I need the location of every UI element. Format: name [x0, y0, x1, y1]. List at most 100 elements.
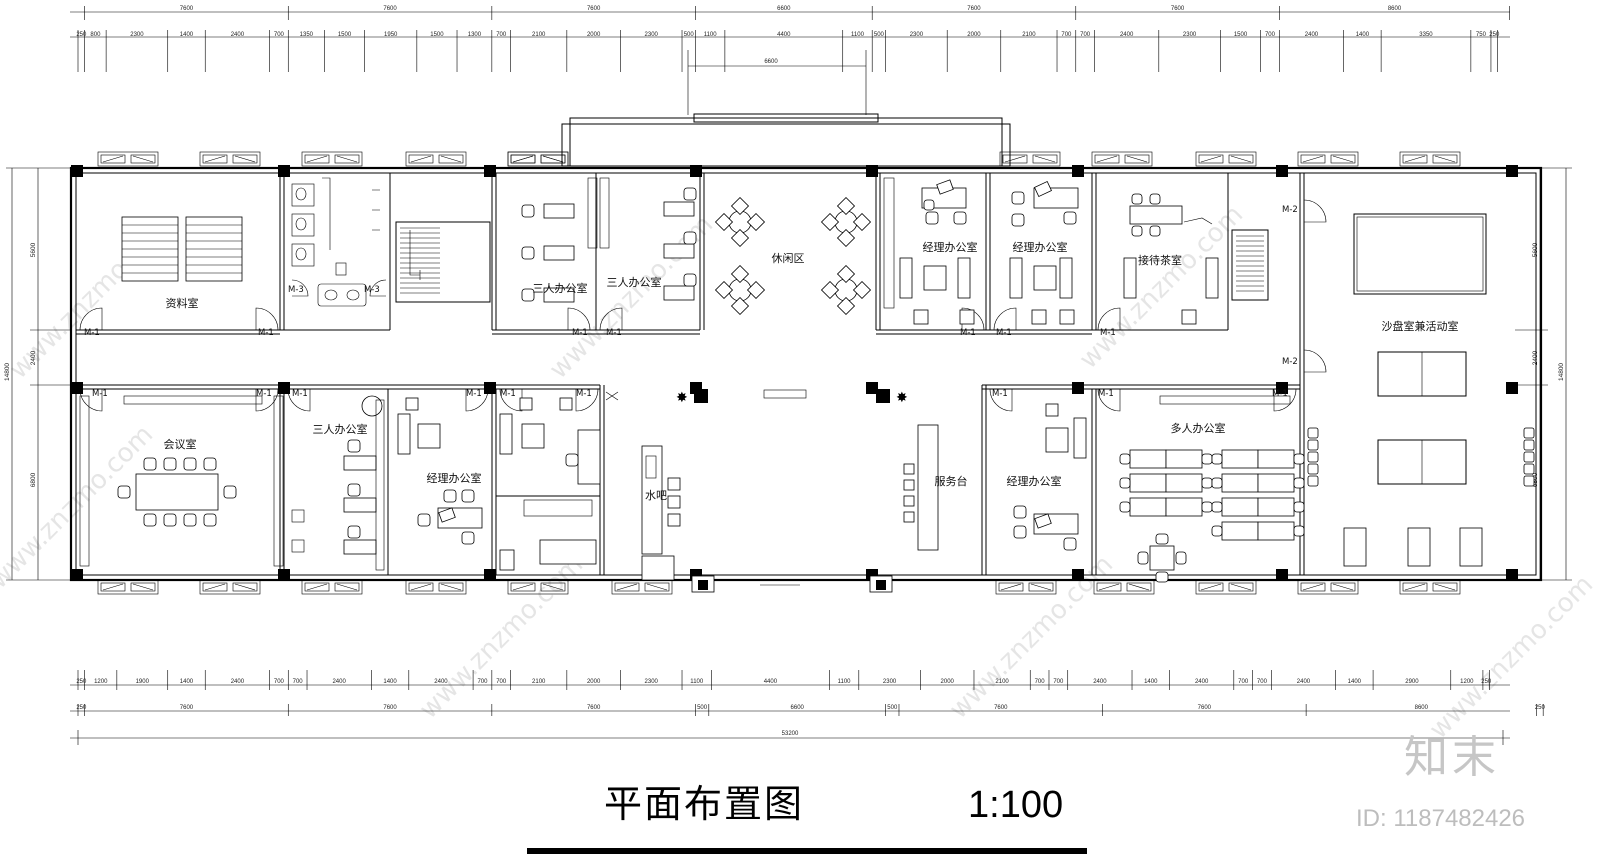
chair-icon: [1131, 225, 1143, 237]
desk-icon: [1221, 521, 1259, 541]
dimension-label: 250: [76, 679, 87, 685]
chair-icon: [1155, 571, 1169, 583]
dimension-label: 2000: [967, 32, 981, 38]
chair-icon: [953, 211, 967, 225]
dimension-label: 8600: [1415, 705, 1429, 711]
chair-icon: [1211, 477, 1223, 489]
chair-icon: [683, 273, 697, 287]
chair-icon: [836, 296, 856, 316]
column-icon: [278, 569, 290, 581]
chair-icon: [836, 264, 856, 284]
chair-icon: [223, 485, 237, 499]
door-tag: M-1: [258, 328, 274, 338]
dimension-label: 7600: [383, 6, 397, 12]
window-icon: [405, 151, 467, 167]
chair-icon: [1307, 427, 1319, 439]
left-dim-14800: 14800: [4, 363, 11, 381]
sofa-icon: [1009, 257, 1023, 299]
chair-icon: [1011, 191, 1025, 205]
dimension-label: 7600: [967, 6, 981, 12]
manager-office-b-furniture: [1009, 180, 1079, 325]
stair-icon: [395, 221, 491, 303]
door-swing-icon: [1097, 388, 1121, 412]
dimension-label: 700: [1265, 32, 1276, 38]
dimension-label: 1500: [430, 32, 444, 38]
meeting-room-furniture: [79, 395, 284, 567]
archive-shelves: [121, 216, 243, 282]
door-swing-icon: [291, 279, 309, 297]
chair-icon: [565, 453, 579, 467]
window-icon: [1297, 579, 1359, 595]
table-icon: [714, 264, 766, 316]
total-length-label: 53200: [782, 731, 799, 737]
chair-icon: [1201, 477, 1213, 489]
dimension-label: 1500: [338, 32, 352, 38]
column-icon: [876, 389, 890, 403]
sofa-icon: [1205, 257, 1219, 299]
toilet-icon: [295, 217, 307, 231]
sofa-icon: [499, 413, 513, 455]
door-tag: M-1: [576, 389, 592, 399]
dimension-label: 700: [274, 32, 285, 38]
chair-icon: [417, 513, 431, 527]
watermark-text-6: www.znzmo.com: [944, 550, 1119, 725]
desk-icon: [1221, 449, 1259, 469]
dimension-label: 7600: [1171, 6, 1185, 12]
chair-icon: [1119, 453, 1131, 465]
room-label-three-office-a: 三人办公室: [533, 281, 588, 295]
dimension-label: 700: [1061, 32, 1072, 38]
window-icon: [999, 151, 1061, 167]
window-icon: [1195, 151, 1257, 167]
window-icon: [301, 579, 363, 595]
restroom-fixtures: [291, 177, 380, 307]
chair-icon: [1131, 193, 1143, 205]
door-tag: M-1: [572, 328, 588, 338]
sofa-icon: [397, 413, 411, 455]
window-icon: [301, 151, 363, 167]
chair-icon: [1523, 427, 1535, 439]
chair-icon: [1149, 193, 1161, 205]
conference-table-icon: [135, 473, 219, 511]
chair-icon: [143, 457, 157, 471]
tea-room-furniture: [1123, 193, 1219, 325]
column-icon: [1276, 382, 1288, 394]
sofa-icon: [899, 257, 913, 299]
door-tag: M-1: [500, 389, 516, 399]
plant-icon: ✸: [676, 390, 688, 406]
dimension-label: 700: [496, 32, 507, 38]
structural-columns: [71, 165, 1518, 581]
dimension-label: 1900: [136, 679, 150, 685]
door-tag: M-1: [992, 389, 1008, 399]
chair-icon: [1063, 211, 1077, 225]
window-icon: [405, 579, 467, 595]
chair-icon: [852, 280, 872, 300]
dimension-label: 7600: [383, 705, 397, 711]
window-icon: [199, 579, 261, 595]
fitness-machine-icon: [1407, 527, 1431, 567]
dimension-label: 1100: [851, 32, 865, 38]
door-tag: M-1: [84, 328, 100, 338]
door-swing-icon: [989, 388, 1013, 412]
chair-icon: [714, 280, 734, 300]
dimension-label: 700: [1035, 679, 1046, 685]
column-icon: [1276, 165, 1288, 177]
chair-icon: [836, 196, 856, 216]
dimension-label: 2300: [883, 679, 897, 685]
chair-icon: [820, 212, 840, 232]
chair-icon: [443, 489, 457, 503]
door-swings: [79, 199, 1327, 412]
chair-icon: [1211, 501, 1223, 513]
room-label-three-office-b: 三人办公室: [607, 275, 662, 289]
door-swing-icon: [499, 388, 523, 412]
desk-icon: [1257, 497, 1295, 517]
chair-icon: [1293, 525, 1305, 537]
chair-icon: [1013, 525, 1027, 539]
column-icon: [484, 165, 496, 177]
room-label-lounge: 休闲区: [772, 251, 805, 265]
dimension-label: 4400: [764, 679, 778, 685]
chair-icon: [117, 485, 131, 499]
manager-office-d-furniture: [1013, 403, 1087, 551]
bottom-windows: [97, 579, 1461, 595]
chair-icon: [667, 477, 681, 491]
